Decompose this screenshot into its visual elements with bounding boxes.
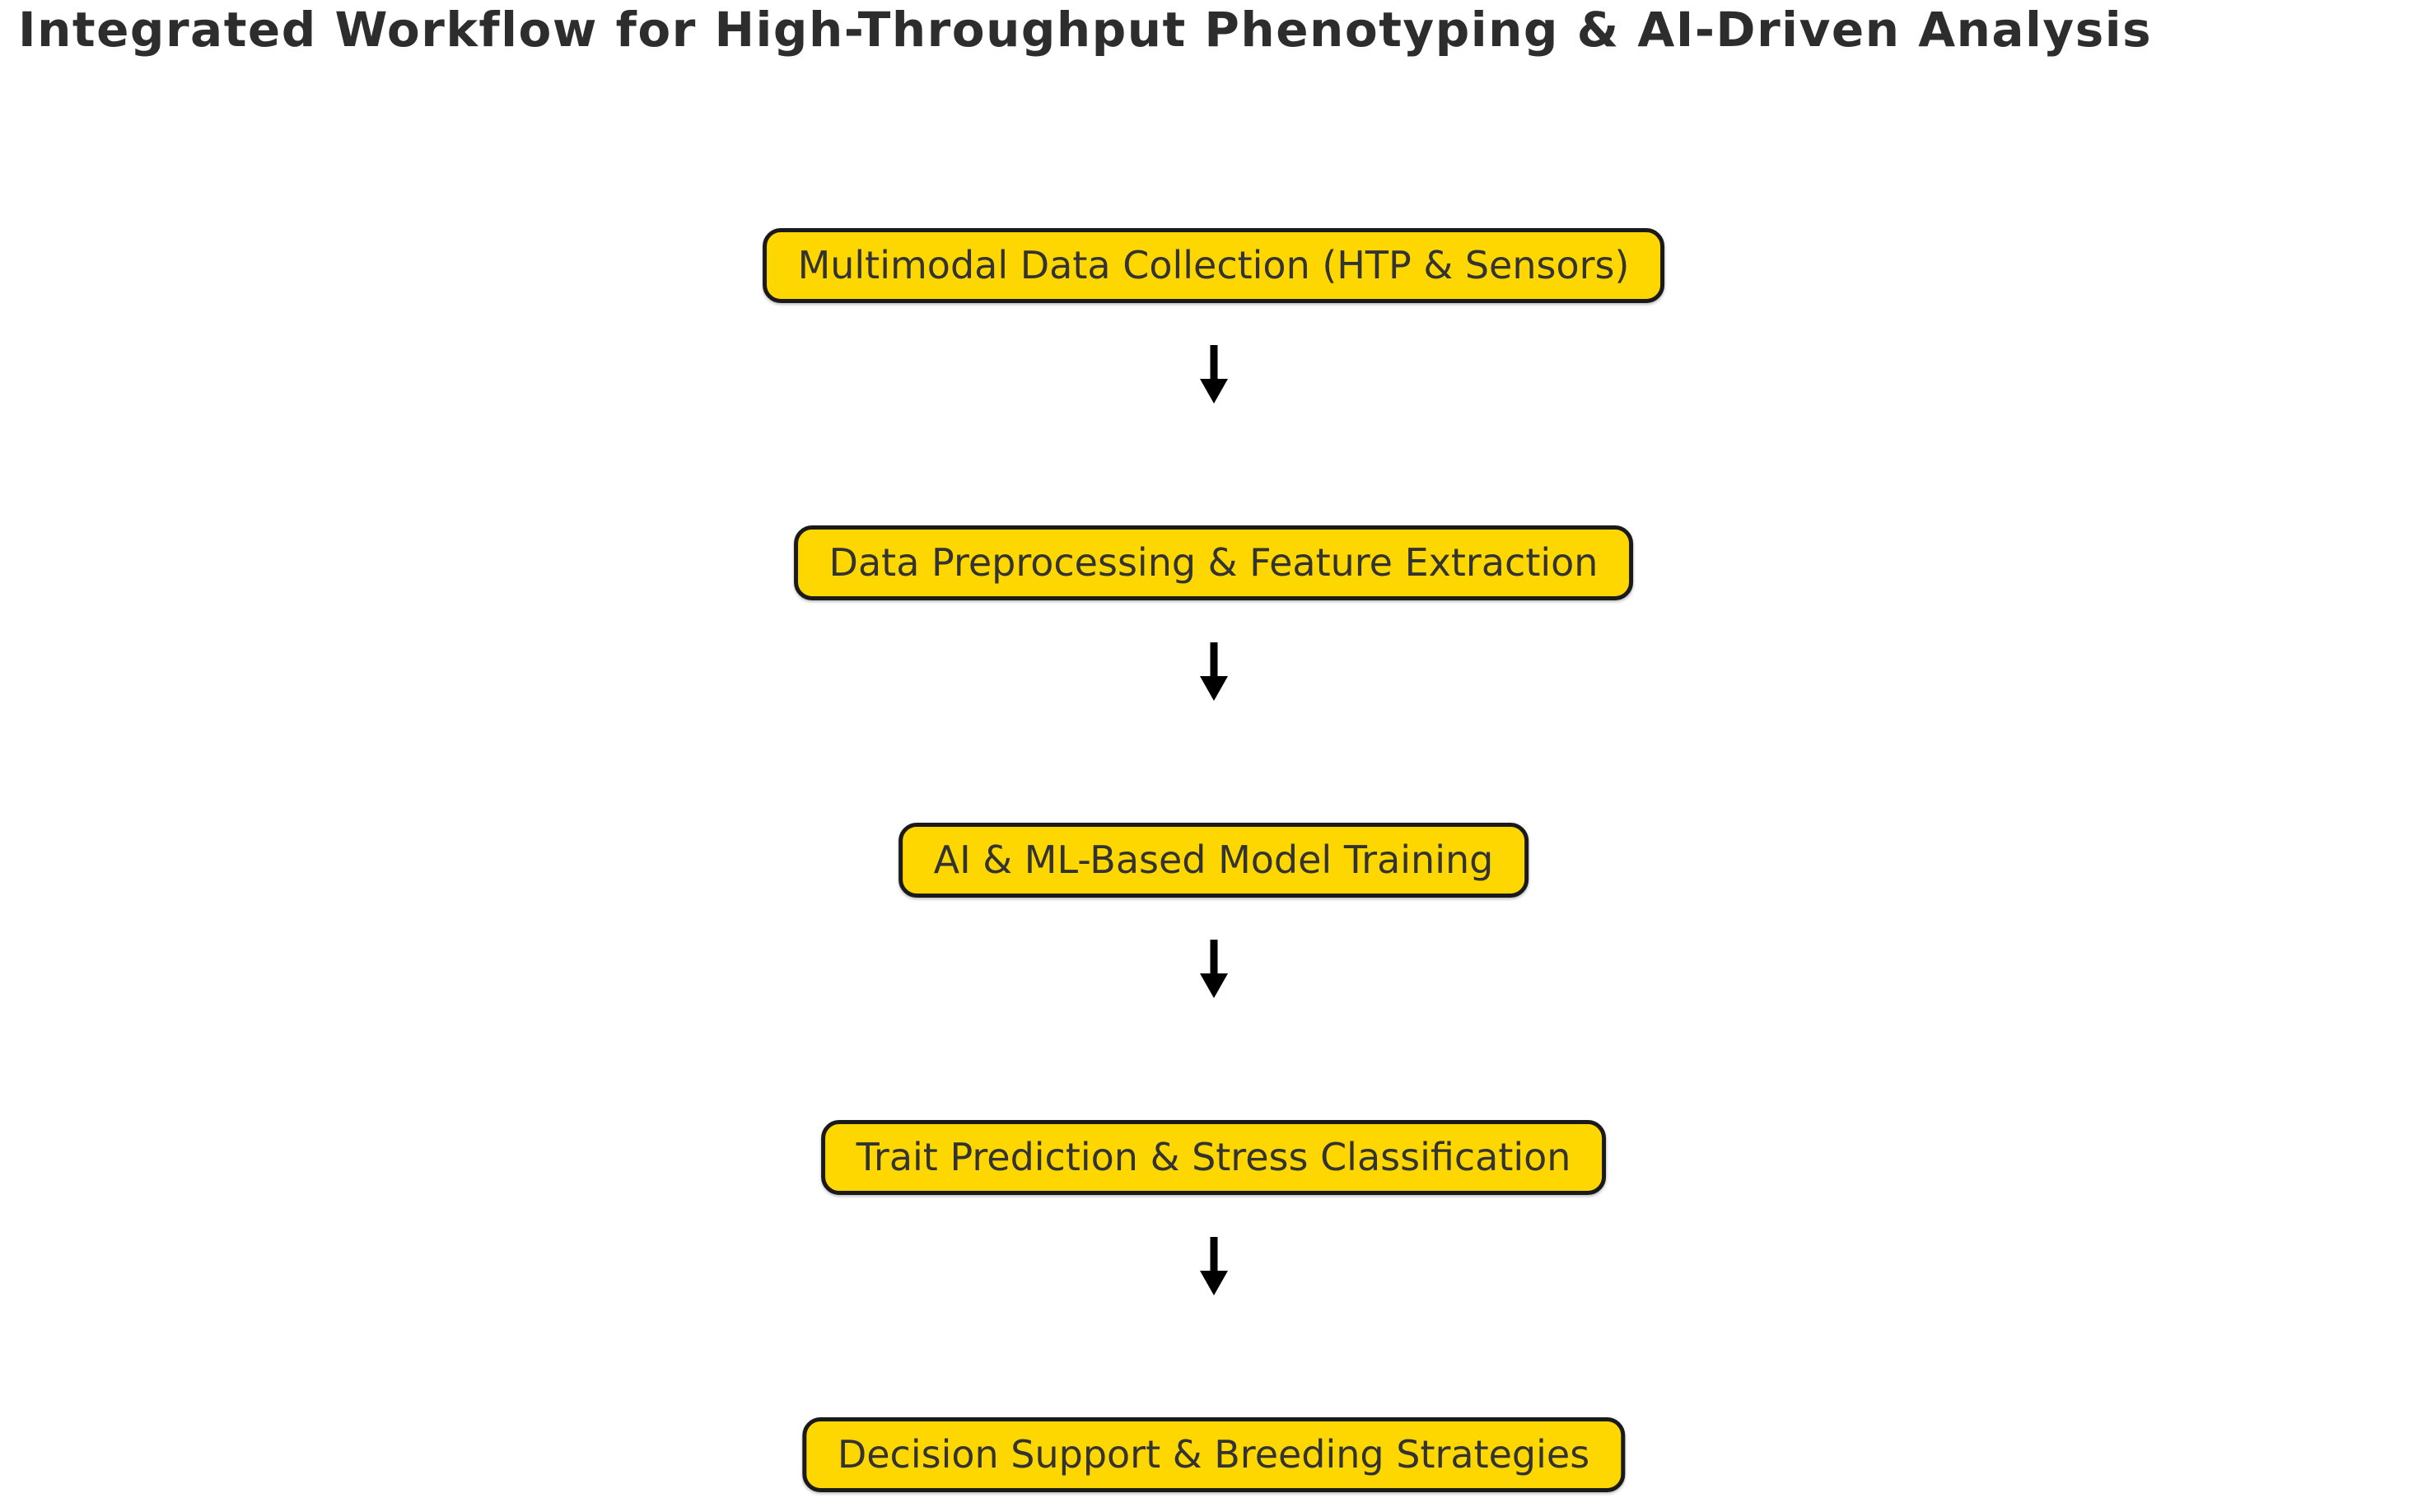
flow-node-decision-support: Decision Support & Breeding Strategies — [801, 1417, 1626, 1492]
flow-node-trait-prediction: Trait Prediction & Stress Classification — [820, 1120, 1607, 1195]
down-arrow-icon — [1199, 642, 1228, 701]
down-arrow-icon — [1199, 940, 1228, 998]
diagram-title: Integrated Workflow for High-Throughput … — [18, 2, 2153, 58]
flow-node-multimodal-data-collection: Multimodal Data Collection (HTP & Sensor… — [762, 228, 1665, 303]
down-arrow-icon — [1199, 345, 1228, 404]
down-arrow-icon — [1199, 1237, 1228, 1295]
flow-node-data-preprocessing: Data Preprocessing & Feature Extraction — [793, 525, 1634, 600]
flow-node-model-training: AI & ML-Based Model Training — [898, 823, 1529, 898]
